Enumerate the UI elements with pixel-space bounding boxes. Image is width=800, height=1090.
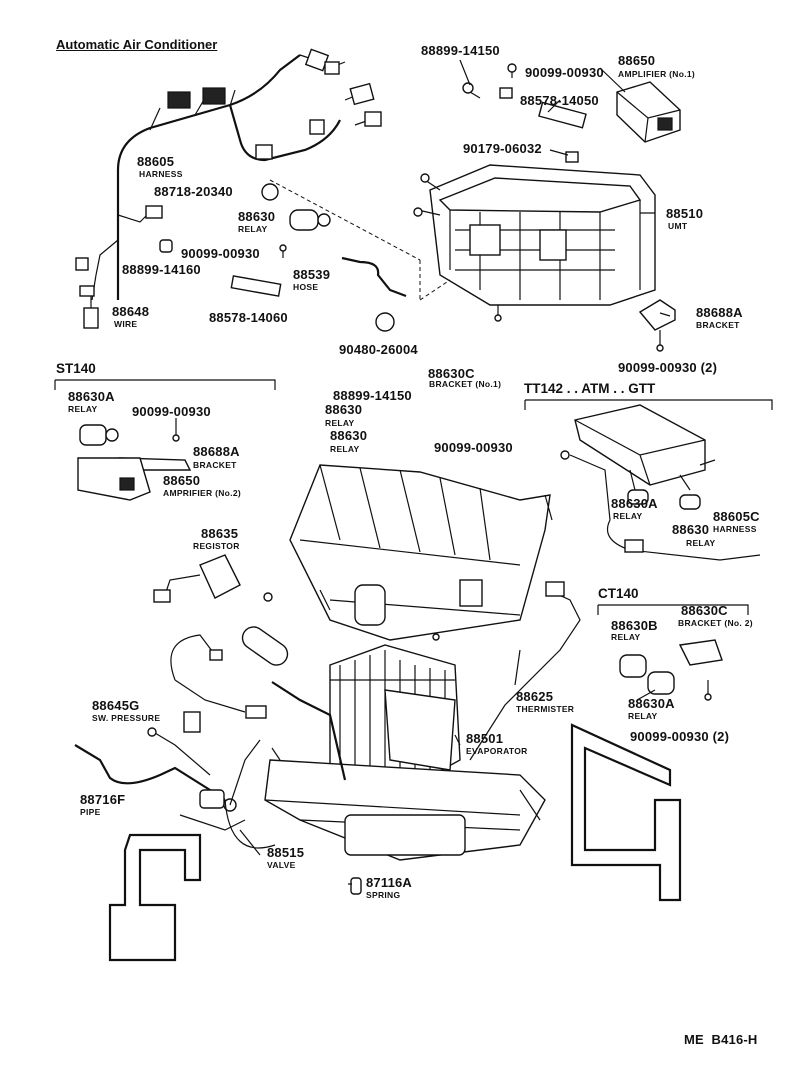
- part-88630c-no2: 88630C: [681, 603, 728, 618]
- ct140-parts-drawing: [619, 639, 723, 701]
- pipe-bottom-left-drawing: [108, 833, 202, 962]
- part-88630a-ct140: 88630A: [628, 696, 675, 711]
- part-88625: 88625: [516, 689, 554, 704]
- sw-pressure-88645g-drawing: [147, 711, 211, 776]
- part-88650-no2-desc: AMPRIFIER (No.2): [163, 488, 241, 498]
- part-88630-tt142-desc: RELAY: [686, 538, 716, 548]
- part-88605c: 88605C: [713, 509, 760, 524]
- part-88630-mid-1-desc: RELAY: [325, 418, 355, 428]
- hose-88539-drawing: [341, 256, 407, 298]
- diagram-title: Automatic Air Conditioner: [56, 37, 218, 52]
- harness-88605-drawing: [75, 48, 382, 301]
- part-88630a-st140: 88630A: [68, 389, 115, 404]
- part-90099-00930-mid2: 90099-00930: [434, 440, 513, 455]
- ct140-frame: [597, 604, 749, 615]
- part-88630a-tt142: 88630A: [611, 496, 658, 511]
- part-88539-desc: HOSE: [293, 282, 319, 292]
- part-88625-desc: THERMISTER: [516, 704, 575, 714]
- leader-lines: [239, 59, 671, 885]
- pipe-88716f-drawing: [74, 744, 226, 801]
- part-88630c-no1-desc: BRACKET (No.1): [429, 379, 502, 389]
- part-88688a-top: 88688A: [696, 305, 743, 320]
- part-88718-20340: 88718-20340: [154, 184, 233, 199]
- part-88899-14150-top: 88899-14150: [421, 43, 500, 58]
- part-88648: 88648: [112, 304, 150, 319]
- clip-90480-drawing: [375, 312, 395, 332]
- tt142-parts-drawing: [560, 404, 761, 561]
- pipe-bottom-right-drawing: [570, 723, 682, 902]
- part-88688a-st140: 88688A: [193, 444, 240, 459]
- part-88899-14150-mid: 88899-14150: [333, 388, 412, 403]
- part-88630b: 88630B: [611, 618, 658, 633]
- part-88630a-tt142-desc: RELAY: [613, 511, 643, 521]
- part-88630a-st140-desc: RELAY: [68, 404, 98, 414]
- part-90099-00930-st140: 90099-00930: [132, 404, 211, 419]
- part-88630a-ct140-desc: RELAY: [628, 711, 658, 721]
- part-88630-mid-2-desc: RELAY: [330, 444, 360, 454]
- part-88688a-st140-desc: BRACKET: [193, 460, 237, 470]
- part-88539: 88539: [293, 267, 331, 282]
- part-88605-desc: HARNESS: [139, 169, 183, 179]
- part-88630-mid-1: 88630: [325, 402, 363, 417]
- part-88605c-desc: HARNESS: [713, 524, 757, 534]
- part-88899-14160: 88899-14160: [122, 262, 201, 277]
- part-88650-no1-desc: AMPLIFIER (No.1): [618, 69, 696, 79]
- part-88650-no1: 88650: [618, 53, 656, 68]
- tt142-frame: [524, 399, 773, 410]
- st140-frame: [54, 379, 276, 390]
- part-87116a-desc: SPRING: [366, 890, 401, 900]
- part-88645g-desc: SW. PRESSURE: [92, 713, 161, 723]
- part-88645g: 88645G: [92, 698, 140, 713]
- figure-code: ME B416-H: [684, 1032, 758, 1047]
- part-88630c-no2-desc: BRACKET (No. 2): [678, 618, 753, 628]
- valve-88515-drawing: [179, 739, 276, 849]
- part-90099-00930-mid: 90099-00930: [181, 246, 260, 261]
- relay-and-clips-top-left: [83, 179, 421, 329]
- evaporator-88501-drawing: [329, 644, 461, 791]
- part-88630b-desc: RELAY: [611, 632, 641, 642]
- lower-case-drawing: [264, 747, 546, 861]
- group-label-st140: ST140: [56, 361, 96, 376]
- part-88501-desc: EVAPORATOR: [466, 746, 528, 756]
- part-90099-00930-2-top: 90099-00930 (2): [618, 360, 718, 375]
- part-88688a-top-desc: BRACKET: [696, 320, 740, 330]
- part-87116a: 87116A: [366, 875, 413, 890]
- part-88630-top-desc: RELAY: [238, 224, 268, 234]
- part-88510: 88510: [666, 206, 704, 221]
- part-88635-desc: REGISTOR: [193, 541, 240, 551]
- blower-case-drawing: [289, 464, 553, 641]
- pipe-to-valve-drawing: [271, 681, 347, 781]
- part-88515-desc: VALVE: [267, 860, 296, 870]
- bracket-88688a-top-drawing: [638, 299, 676, 352]
- thermister-88625-drawing: [469, 589, 581, 761]
- part-88716f: 88716F: [80, 792, 126, 807]
- part-88510-desc: UMT: [668, 221, 688, 231]
- registor-88635-drawing: [153, 554, 273, 603]
- part-88630-mid-2: 88630: [330, 428, 368, 443]
- part-88630c-no1: 88630C: [428, 366, 475, 381]
- center-small-parts: [170, 626, 440, 719]
- part-90480-26004: 90480-26004: [339, 342, 418, 357]
- part-90099-00930-top: 90099-00930: [525, 65, 604, 80]
- group-label-tt142: TT142 . . ATM . . GTT: [524, 381, 656, 396]
- part-88650-no2: 88650: [163, 473, 201, 488]
- part-88515: 88515: [267, 845, 305, 860]
- part-90099-00930-2-ct140: 90099-00930 (2): [630, 729, 730, 744]
- part-88605: 88605: [137, 154, 175, 169]
- group-label-ct140: CT140: [598, 586, 639, 601]
- part-88578-14050: 88578-14050: [520, 93, 599, 108]
- part-88630-tt142: 88630: [672, 522, 710, 537]
- part-88630-top: 88630: [238, 209, 276, 224]
- part-88635: 88635: [201, 526, 239, 541]
- umt-unit-88510-drawing: [413, 151, 656, 322]
- part-88578-14060: 88578-14060: [209, 310, 288, 325]
- thermister-plug: [545, 581, 565, 597]
- part-88716f-desc: PIPE: [80, 807, 101, 817]
- part-88501: 88501: [466, 731, 504, 746]
- spring-87116a-drawing: [350, 877, 362, 895]
- part-88648-desc: WIRE: [114, 319, 138, 329]
- part-90179-06032: 90179-06032: [463, 141, 542, 156]
- st140-parts-drawing: [77, 418, 192, 501]
